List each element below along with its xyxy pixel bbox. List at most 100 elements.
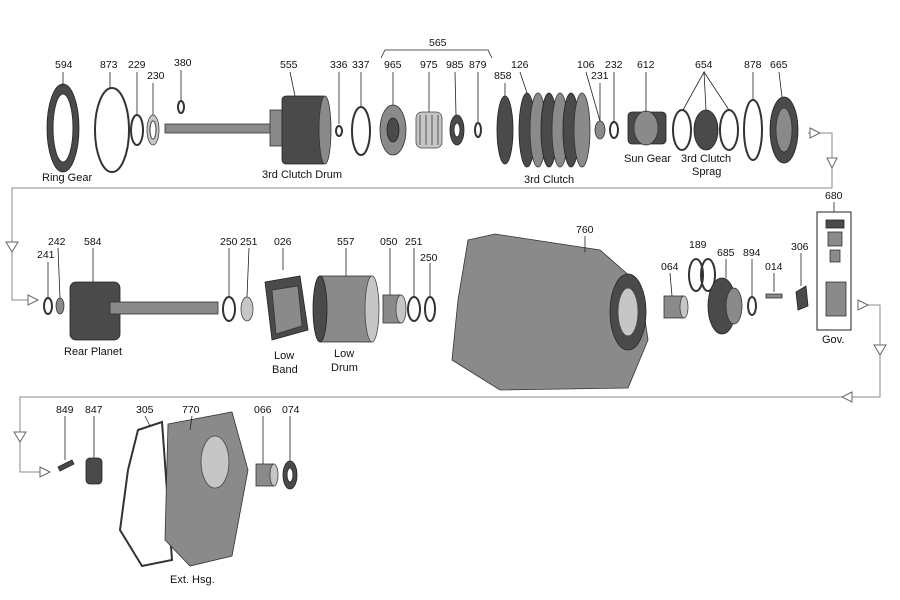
callout-849: 849	[56, 404, 74, 416]
part-306-clip	[795, 285, 809, 311]
callout-965: 965	[384, 59, 402, 71]
callout-612: 612	[637, 59, 655, 71]
callout-565: 565	[429, 37, 447, 49]
callout-380: 380	[174, 57, 192, 69]
part-849-pin	[57, 459, 75, 472]
label-low-band-line1: Low	[274, 350, 294, 362]
part-878-snap-ring	[743, 99, 763, 161]
callout-975: 975	[420, 59, 438, 71]
part-250b-washer	[424, 296, 436, 322]
label-low-drum-line2: Drum	[331, 362, 358, 374]
callout-878: 878	[744, 59, 762, 71]
part-985-retainer	[449, 114, 465, 146]
callout-229: 229	[128, 59, 146, 71]
part-251a-bearing	[240, 296, 254, 322]
label-sun-gear: Sun Gear	[624, 153, 671, 165]
label-ring-gear: Ring Gear	[42, 172, 92, 184]
callout-250-a: 250	[220, 236, 238, 248]
callout-026: 026	[274, 236, 292, 248]
callout-014: 014	[765, 261, 783, 273]
label-ext-hsg: Ext. Hsg.	[170, 574, 215, 586]
part-066-bushing	[255, 463, 279, 487]
callout-557: 557	[337, 236, 355, 248]
callout-189: 189	[689, 239, 707, 251]
callout-050: 050	[380, 236, 398, 248]
part-654-3rd-clutch-sprag	[672, 109, 739, 151]
callout-858: 858	[494, 70, 512, 82]
part-231-bearing	[594, 120, 606, 140]
part-014-pin	[765, 293, 783, 299]
callout-584: 584	[84, 236, 102, 248]
part-126-clutch-plates	[518, 92, 591, 168]
part-873-snap-ring	[94, 87, 130, 173]
label-sprag-line2: Sprag	[692, 166, 721, 178]
callout-685: 685	[717, 247, 735, 259]
part-685-governor-support	[707, 277, 743, 335]
callout-251-a: 251	[240, 236, 258, 248]
callout-873: 873	[100, 59, 118, 71]
callout-985: 985	[446, 59, 464, 71]
part-241-washer	[43, 297, 53, 315]
part-305-gasket	[118, 420, 174, 568]
part-026-low-band	[264, 275, 309, 341]
callout-770: 770	[182, 404, 200, 416]
callout-336: 336	[330, 59, 348, 71]
part-879-snap-ring	[474, 122, 482, 138]
part-064-bushing	[663, 295, 689, 319]
callout-847: 847	[85, 404, 103, 416]
label-low-drum-line1: Low	[334, 348, 354, 360]
part-584-rear-planet	[69, 281, 219, 341]
part-847-speedo-gear	[85, 457, 103, 485]
callout-232: 232	[605, 59, 623, 71]
callout-594: 594	[55, 59, 73, 71]
part-770-extension-housing	[164, 411, 249, 567]
callout-074: 074	[282, 404, 300, 416]
callout-231: 231	[591, 70, 609, 82]
callout-251-b: 251	[405, 236, 423, 248]
callout-242: 242	[48, 236, 66, 248]
label-sprag-line1: 3rd Clutch	[681, 153, 731, 165]
part-230-bearing	[146, 114, 160, 146]
part-074-seal	[282, 460, 298, 490]
callout-066: 066	[254, 404, 272, 416]
callout-337: 337	[352, 59, 370, 71]
part-251b-bearing	[407, 296, 421, 322]
part-665-drum	[769, 96, 799, 164]
part-965-piston	[379, 104, 407, 156]
part-232-washer	[609, 121, 619, 139]
label-3rd-clutch-drum: 3rd Clutch Drum	[262, 169, 342, 181]
label-gov: Gov.	[822, 334, 844, 346]
part-050-bushing	[382, 294, 407, 324]
part-229-washer	[130, 114, 144, 146]
callout-305: 305	[136, 404, 154, 416]
callout-555: 555	[280, 59, 298, 71]
callout-241: 241	[37, 249, 55, 261]
callout-230: 230	[147, 70, 165, 82]
part-337-seal	[351, 106, 371, 156]
flow-path	[5, 127, 887, 478]
label-3rd-clutch: 3rd Clutch	[524, 174, 574, 186]
part-380-ring	[177, 100, 185, 114]
callout-126: 126	[511, 59, 529, 71]
callout-306: 306	[791, 241, 809, 253]
callout-760: 760	[576, 224, 594, 236]
part-336-ring	[335, 125, 343, 137]
group-565-bracket	[380, 49, 493, 59]
label-rear-planet: Rear Planet	[64, 346, 122, 358]
callout-879: 879	[469, 59, 487, 71]
part-894-ring	[747, 296, 757, 316]
callout-250-b: 250	[420, 252, 438, 264]
part-189-seals	[688, 258, 716, 292]
part-975-spring-assembly	[415, 111, 443, 149]
part-555-3rd-clutch-drum	[164, 95, 332, 165]
part-858-backing-plate	[496, 95, 514, 165]
callout-654: 654	[695, 59, 713, 71]
label-low-band-line2: Band	[272, 364, 298, 376]
part-594-ring-gear	[46, 83, 80, 173]
callout-665: 665	[770, 59, 788, 71]
part-612-sun-gear	[627, 110, 667, 146]
part-680-governor	[816, 211, 852, 331]
part-242-bearing	[55, 297, 65, 315]
part-557-low-drum	[312, 275, 380, 343]
